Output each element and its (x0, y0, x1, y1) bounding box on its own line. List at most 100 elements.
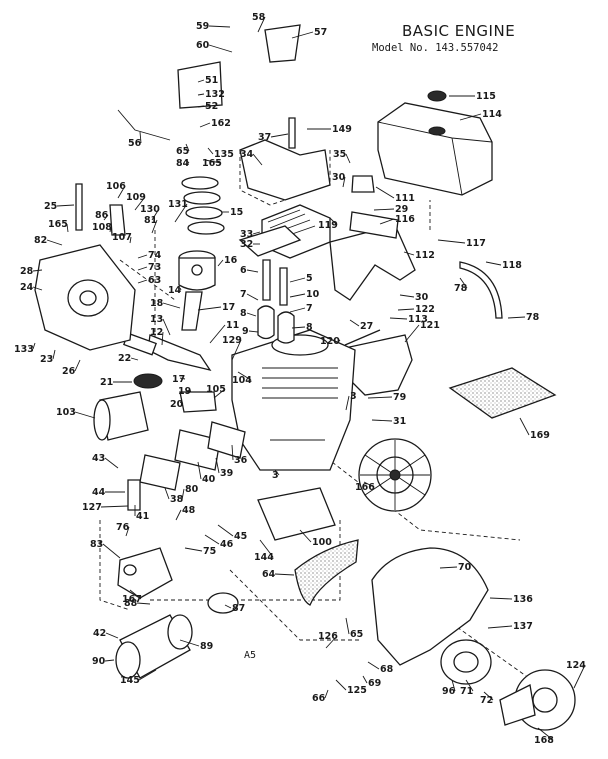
callout-leader-89 (179, 639, 200, 647)
callout-leader-108 (109, 226, 112, 233)
callout-leader-116 (379, 218, 395, 225)
callout-leader-107 (129, 236, 132, 244)
callout-leader-111 (375, 186, 395, 199)
callout-leader-72 (483, 691, 494, 701)
control-plate (177, 61, 223, 109)
callout-leader-42 (105, 632, 119, 639)
dipstick (75, 183, 83, 231)
part-callout-126: 126 (318, 631, 338, 642)
part-callout-59: 59 (196, 21, 209, 32)
callout-leader-22 (130, 357, 139, 361)
callout-leader-37 (270, 133, 289, 138)
part-callout-27: 27 (360, 321, 373, 332)
callout-leader-38 (164, 487, 170, 500)
part-callout-7: 7 (306, 303, 313, 314)
intake-tube (127, 479, 141, 511)
callout-leader-7 (289, 307, 306, 313)
callout-leader-103 (74, 411, 96, 419)
part-callout-145: 145 (120, 675, 140, 686)
model-number: Model No. 143.557042 (372, 42, 499, 54)
part-callout-31: 31 (393, 416, 406, 427)
part-callout-119: 119 (318, 220, 338, 231)
callout-leader-11 (209, 324, 226, 344)
callout-leader-26 (74, 359, 81, 372)
part-callout-82: 82 (34, 235, 47, 246)
part-callout-32: 32 (240, 239, 253, 250)
callout-leader-8 (291, 326, 306, 329)
callout-leader-52 (197, 105, 205, 108)
flywheel (358, 438, 432, 512)
callout-leader-169 (519, 417, 530, 436)
part-callout-24: 24 (20, 282, 34, 293)
callout-leader-144 (259, 539, 274, 558)
part-callout-42: 42 (93, 628, 106, 639)
callout-leader-83 (102, 543, 121, 559)
callout-leader-124 (573, 664, 586, 689)
crankcase-cover (34, 244, 136, 351)
part-callout-11: 11 (226, 320, 239, 331)
part-callout-74: 74 (148, 250, 162, 261)
part-callout-118: 118 (502, 260, 522, 271)
callout-leader-20 (179, 401, 184, 405)
callout-leader-71 (465, 679, 474, 692)
callout-leader-112 (403, 251, 415, 256)
part-callout-70: 70 (458, 562, 472, 573)
part-callout-115: 115 (476, 91, 496, 102)
governor-spring (344, 329, 381, 346)
callout-leader-45 (217, 524, 234, 537)
part-callout-8: 8 (306, 322, 313, 333)
callout-leader-135 (207, 147, 214, 155)
part-callout-30: 30 (415, 292, 429, 303)
part-callout-122: 122 (415, 304, 435, 315)
part-callout-87: 87 (232, 603, 245, 614)
callout-leader-79 (367, 396, 393, 399)
callout-leader-12 (161, 331, 164, 346)
callout-leader-31 (371, 419, 393, 422)
throttle-bracket (264, 24, 301, 63)
callout-leader-57 (291, 31, 314, 39)
base-gasket (257, 487, 336, 541)
part-callout-36: 36 (234, 455, 248, 466)
callout-leader-100 (299, 529, 312, 543)
callout-leader-88 (136, 602, 151, 605)
tank-bracket (329, 224, 416, 301)
part-callout-35: 35 (333, 149, 346, 160)
part-callout-57: 57 (314, 27, 327, 38)
callout-leader-3 (345, 395, 350, 411)
part-callout-65: 65 (350, 629, 363, 640)
callout-leader-165 (66, 223, 69, 233)
part-callout-3: 3 (272, 470, 279, 481)
part-callout-132: 132 (205, 89, 225, 100)
engine-block (231, 329, 356, 471)
part-callout-5: 5 (306, 273, 313, 284)
callout-leader-81 (151, 219, 158, 234)
part-callout-10: 10 (306, 289, 320, 300)
part-callout-114: 114 (482, 109, 502, 120)
callout-leader-78 (459, 277, 468, 289)
part-callout-64: 64 (262, 569, 276, 580)
part-callout-129: 129 (222, 335, 242, 346)
assembly-guides (99, 150, 561, 701)
oil-fill-tube (109, 204, 126, 236)
callout-leader-82 (46, 239, 63, 246)
part-callout-17: 17 (222, 302, 235, 313)
part-callout-72: 72 (480, 695, 493, 706)
blower-housing (371, 547, 489, 666)
callout-leader-27 (349, 319, 360, 327)
part-callout-165: 165 (48, 219, 68, 230)
callout-leader-17 (197, 306, 222, 311)
callout-leader-43 (104, 457, 119, 469)
callout-leader-109 (134, 196, 146, 211)
callout-leader-122 (397, 308, 415, 311)
part-callout-3: 3 (350, 391, 357, 402)
callout-leader-66 (324, 689, 329, 699)
part-callout-169: 169 (530, 430, 550, 441)
diagram-title: BASIC ENGINE (402, 22, 516, 40)
muffler (93, 391, 149, 441)
callout-leader-56 (139, 131, 142, 144)
air-deflector (294, 539, 359, 606)
callout-leader-28 (32, 269, 43, 272)
part-callout-7: 7 (240, 289, 247, 300)
part-callout-80: 80 (185, 484, 199, 495)
